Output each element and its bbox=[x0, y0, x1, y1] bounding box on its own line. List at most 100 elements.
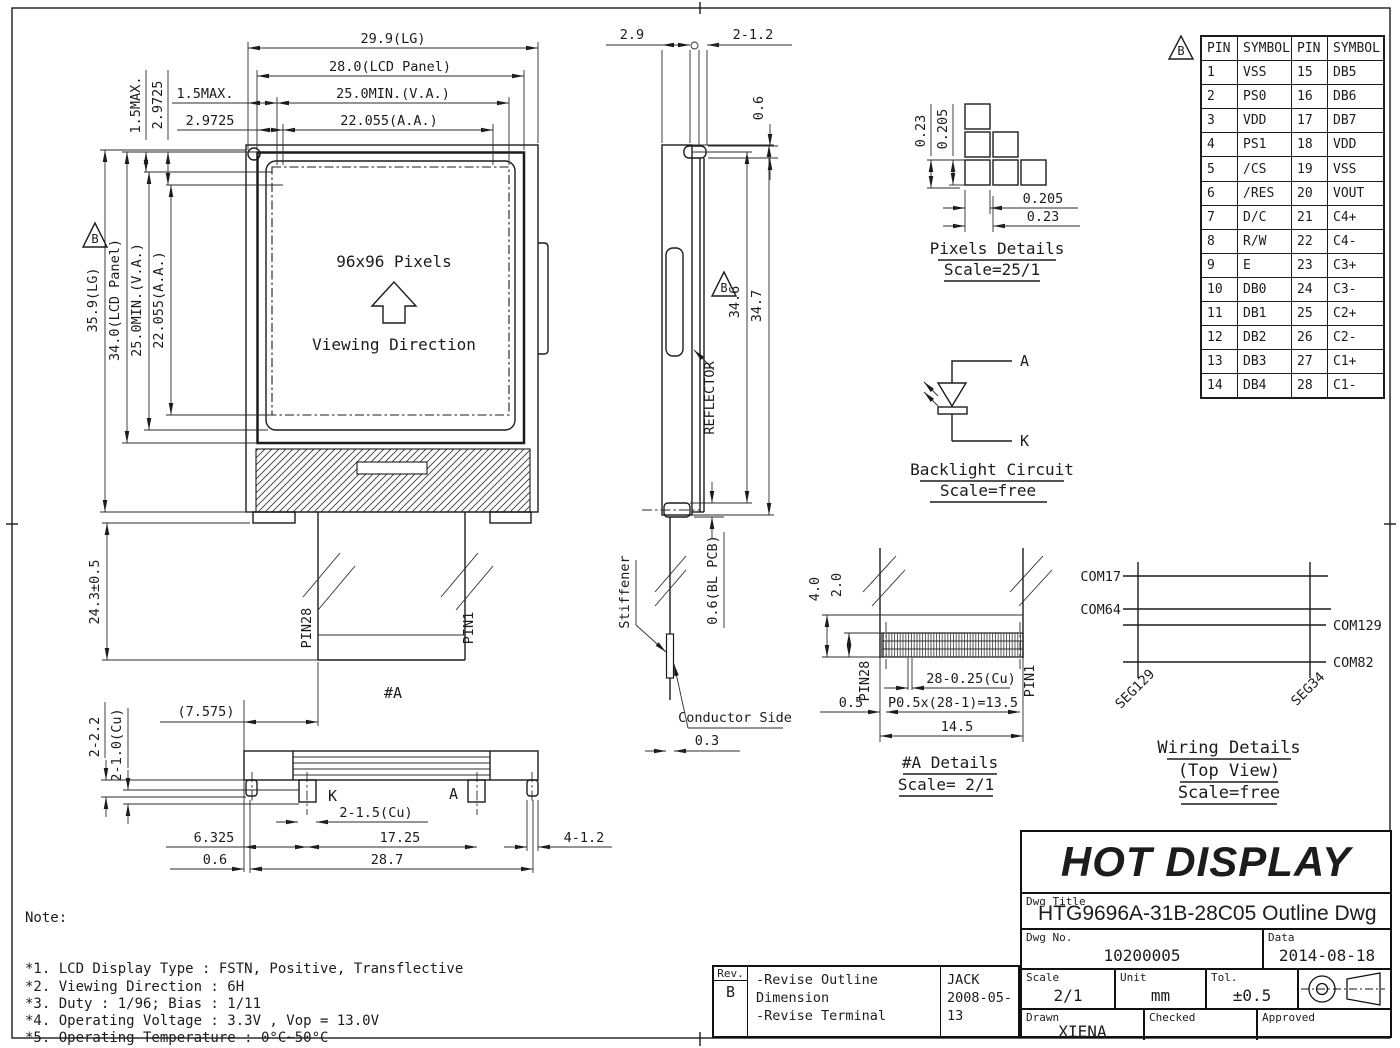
bottom-anode-label: A bbox=[449, 785, 458, 803]
com17-label: COM17 bbox=[1080, 569, 1121, 585]
pixels-details-title: Pixels Details bbox=[930, 239, 1065, 258]
dim-bosses: 4-1.2 bbox=[564, 830, 605, 846]
viewing-direction-label: Viewing Direction bbox=[312, 335, 476, 354]
backlight-circuit-scale: Scale=free bbox=[940, 481, 1036, 500]
pin-table-cell: 18 bbox=[1291, 132, 1328, 158]
pin-table-cell: 15 bbox=[1291, 60, 1328, 86]
pin-table-cell: 1 bbox=[1200, 60, 1238, 86]
pin-table-cell: C2- bbox=[1327, 325, 1385, 351]
pin-table-cell: C4- bbox=[1327, 228, 1385, 254]
dim-margin-05: 0.5 bbox=[839, 695, 863, 711]
rev-value: B bbox=[725, 983, 736, 1001]
company-name: HOT DISPLAY bbox=[1022, 832, 1390, 894]
dim-depth: 4.0 bbox=[807, 577, 823, 601]
reflector-label: REFLECTOR bbox=[702, 361, 718, 435]
projection-symbol-icon bbox=[1301, 972, 1385, 1006]
pin-table-header: SYMBOL bbox=[1327, 35, 1385, 62]
pin-table-cell: VSS bbox=[1237, 60, 1292, 86]
note-item: *4. Operating Voltage : 3.3V , Vop = 13.… bbox=[25, 1012, 380, 1029]
pin-table-cell: DB3 bbox=[1237, 349, 1292, 375]
pin-table-cell: DB1 bbox=[1237, 301, 1292, 327]
pin-table-header: PIN bbox=[1200, 35, 1238, 62]
dim-contact: 2.0 bbox=[829, 573, 845, 597]
pin-table-cell: D/C bbox=[1237, 204, 1292, 230]
pin-table-cell: /CS bbox=[1237, 156, 1292, 182]
pin-table-cell: /RES bbox=[1237, 180, 1292, 206]
approved-label: Approved bbox=[1262, 1011, 1315, 1024]
dim-pins: 2-1.5(Cu) bbox=[339, 805, 412, 821]
dim-pitch: P0.5x(28-1)=13.5 bbox=[888, 695, 1018, 711]
svg-text:B: B bbox=[91, 232, 98, 246]
pin-table-cell: C3- bbox=[1327, 276, 1385, 303]
stiffener-shape bbox=[665, 633, 675, 679]
wiring-details-title: Wiring Details bbox=[1157, 738, 1300, 758]
note-item: *1. LCD Display Type : FSTN, Positive, T… bbox=[25, 961, 464, 978]
pin-table-cell: 21 bbox=[1291, 204, 1328, 230]
dim-width-145: 14.5 bbox=[941, 719, 974, 735]
pin-table-cell: VOUT bbox=[1327, 180, 1385, 206]
dim-margin: 2.9725 bbox=[186, 113, 235, 129]
unit-value: mm bbox=[1150, 986, 1171, 1005]
pin-table-cell: 12 bbox=[1200, 325, 1238, 351]
pin-table-cell: DB5 bbox=[1327, 60, 1385, 86]
backlight-circuit-title: Backlight Circuit bbox=[910, 460, 1074, 479]
pin-table-cell: C2+ bbox=[1327, 301, 1385, 327]
dim-pin-len: 2-1.0(Cu) bbox=[109, 708, 125, 781]
led-icon bbox=[936, 382, 968, 408]
rev-date: 2008-05-13 bbox=[947, 990, 1013, 1024]
dwg-title-value: HTG9696A-31B-28C05 Outline Dwg bbox=[1038, 902, 1377, 925]
dim-boss: 2-1.2 bbox=[733, 27, 774, 43]
pin1-label: PIN1 bbox=[461, 612, 477, 645]
stiffener-label: Stiffener bbox=[617, 555, 633, 628]
wiring-details-scale: Scale=free bbox=[1178, 783, 1280, 803]
pin-table-cell: 6 bbox=[1200, 180, 1238, 206]
pin-table-cell: 16 bbox=[1291, 84, 1328, 110]
dim-height-panel: 34.0(LCD Panel) bbox=[107, 239, 123, 361]
drawn-label: Drawn bbox=[1026, 1011, 1060, 1024]
dim-pad: 28-0.25(Cu) bbox=[926, 671, 1015, 687]
seg34-label: SEG34 bbox=[1288, 669, 1328, 709]
note-item: *2. Viewing Direction : 6H bbox=[25, 978, 245, 995]
front-view: 96x96 Pixels Viewing Direction PIN28 PIN… bbox=[245, 144, 549, 702]
backlight-circuit: A K Backlight Circuit Scale=free bbox=[910, 352, 1074, 503]
dim-height-inner: 34.6 bbox=[727, 286, 743, 319]
a-details-scale: Scale= 2/1 bbox=[898, 775, 994, 794]
rev-author: JACK bbox=[947, 972, 980, 988]
dim-left: 6.325 bbox=[194, 830, 235, 846]
pin-table-cell: DB7 bbox=[1327, 108, 1385, 134]
dim-size-v: 0.205 bbox=[935, 109, 951, 150]
dim-width-aa: 22.055(A.A.) bbox=[340, 113, 438, 129]
dim-pitch-v: 0.23 bbox=[913, 115, 929, 148]
side-view: 2.9 2-1.2 REFLECTOR B 34.6 34.7 0.6 0.6(… bbox=[606, 27, 792, 754]
date-label: Data bbox=[1268, 931, 1295, 944]
dim-width-287: 28.7 bbox=[371, 852, 404, 868]
section-a-label: #A bbox=[384, 684, 402, 702]
notes-header: Note: bbox=[25, 910, 68, 927]
pin-table-cell: 27 bbox=[1291, 349, 1328, 375]
pin-table-cell: 14 bbox=[1200, 373, 1238, 399]
anode-label: A bbox=[1020, 352, 1029, 370]
pin-table-cell: 17 bbox=[1291, 108, 1328, 134]
pin-table-cell: VSS bbox=[1327, 156, 1385, 182]
dim-margin-max: 1.5MAX. bbox=[177, 86, 234, 102]
dim-size-h: 0.205 bbox=[1023, 191, 1064, 207]
dwg-no-label: Dwg No. bbox=[1026, 931, 1073, 944]
checked-label: Checked bbox=[1149, 1011, 1196, 1024]
unit-label: Unit bbox=[1120, 971, 1147, 984]
pin-table-cell: 22 bbox=[1291, 228, 1328, 254]
backlight-slot bbox=[356, 461, 428, 475]
dim-width-lg: 29.9(LG) bbox=[360, 31, 425, 47]
pin-table-cell: DB6 bbox=[1327, 84, 1385, 110]
pin-table-cell: DB4 bbox=[1237, 373, 1292, 399]
svg-text:B: B bbox=[720, 281, 727, 295]
tol-value: ±0.5 bbox=[1232, 986, 1272, 1005]
pin-table-cell: 7 bbox=[1200, 204, 1238, 230]
